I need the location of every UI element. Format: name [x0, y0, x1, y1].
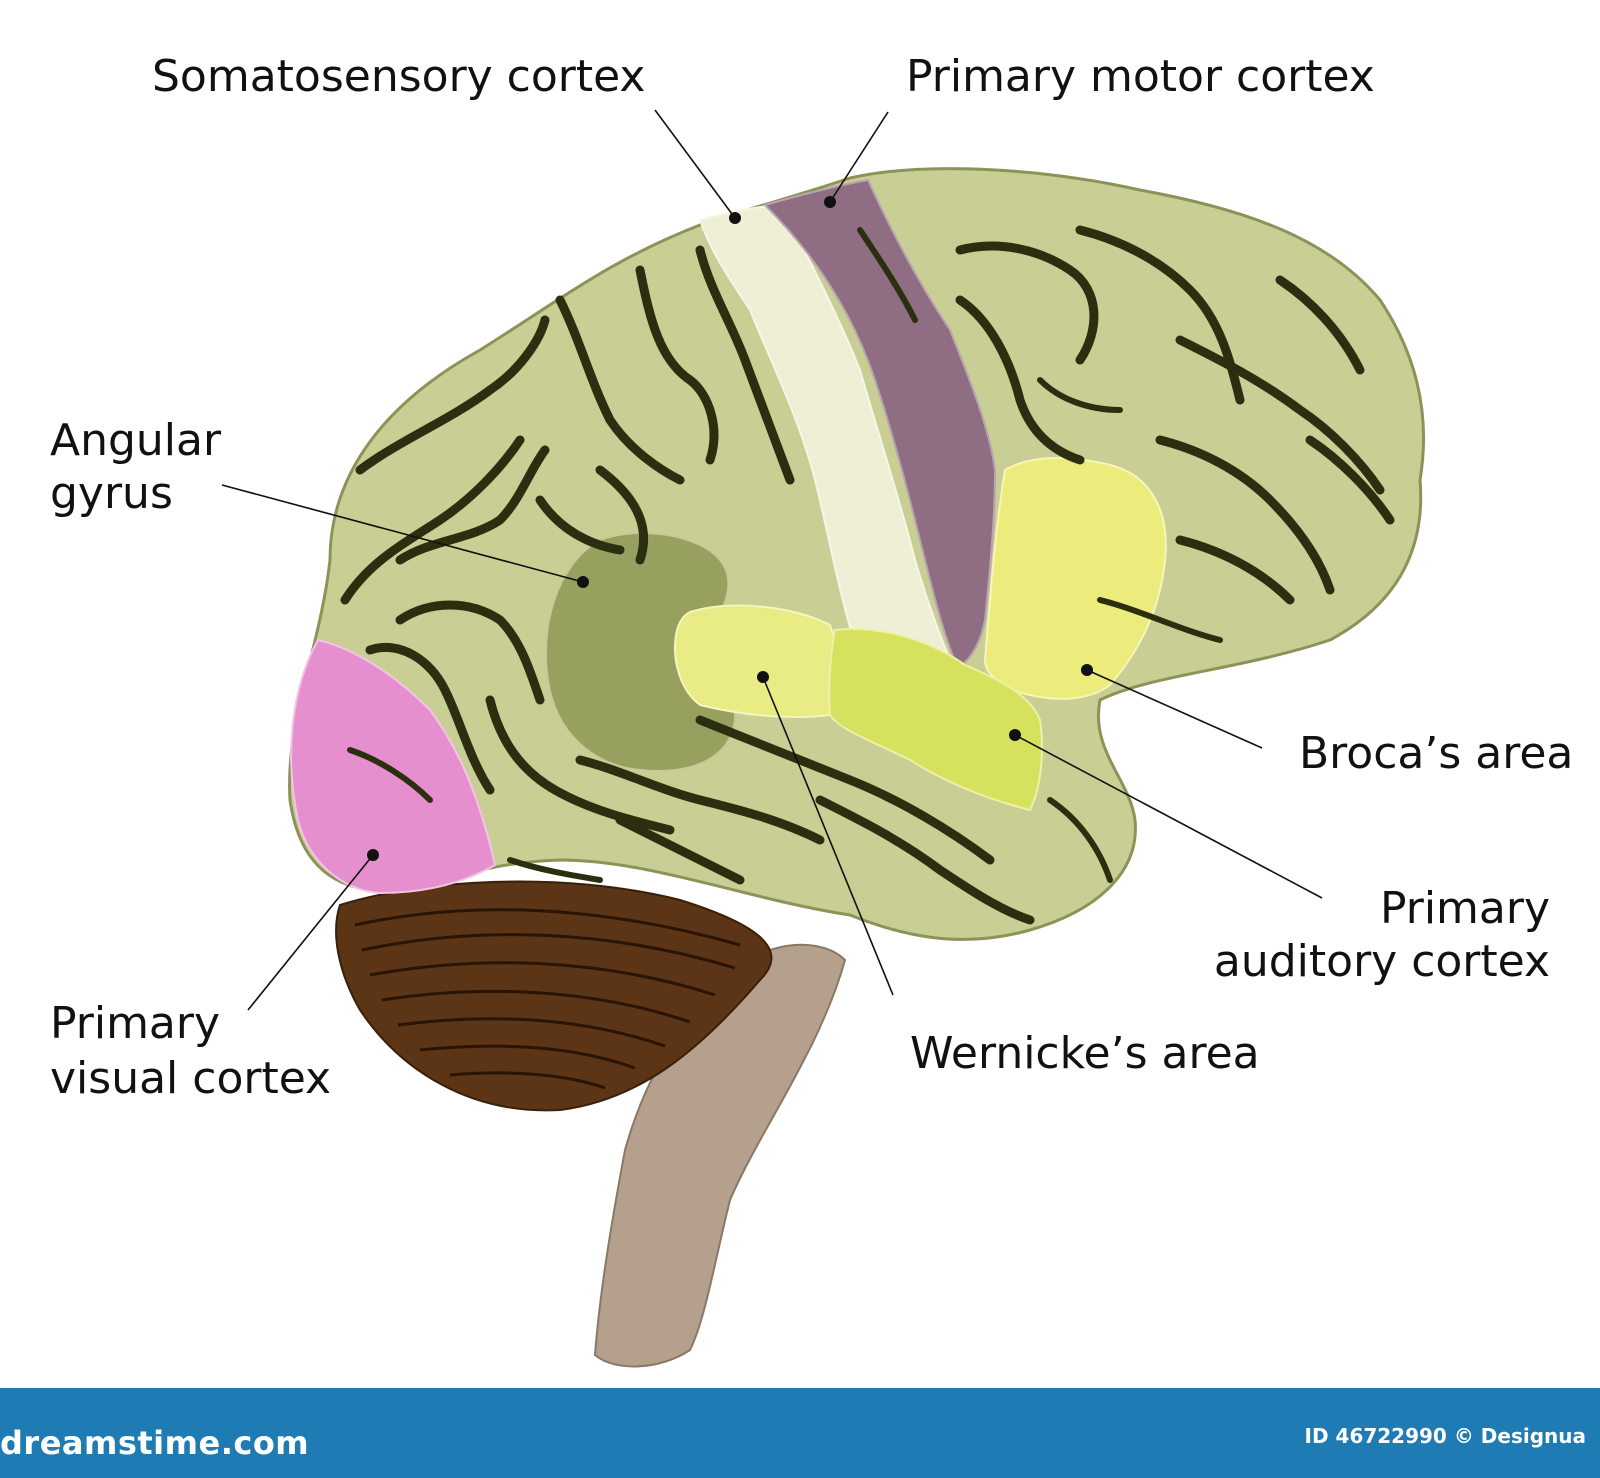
visual-region — [290, 638, 497, 895]
label-primary-motor-cortex: Primary motor cortex — [906, 51, 1375, 102]
label-primary-visual-cortex-line2: visual cortex — [50, 1053, 331, 1104]
cortex-sulci — [340, 225, 1395, 925]
brainstem — [593, 943, 847, 1368]
label-brocas-area: Broca’s area — [1299, 728, 1573, 779]
label-angular-gyrus-line1: Angular — [50, 415, 222, 466]
auditory-region — [828, 628, 1043, 812]
image-credit: ID 46722990 © Designua — [1304, 1424, 1586, 1448]
broca-region — [983, 457, 1167, 700]
label-angular-gyrus-line2: gyrus — [50, 468, 173, 519]
cerebellum-folia — [354, 908, 741, 1090]
leader-lines — [221, 109, 1323, 1011]
label-somatosensory-cortex: Somatosensory cortex — [152, 51, 645, 102]
watermark-brand: dreamstime.com — [0, 1424, 310, 1462]
label-wernickes-area: Wernicke’s area — [910, 1028, 1260, 1079]
watermark-footer-bar — [0, 1388, 1600, 1478]
label-primary-visual-cortex-line1: Primary — [50, 998, 220, 1049]
label-primary-auditory-cortex-line2: auditory cortex — [1214, 936, 1550, 987]
wernicke-region — [674, 604, 837, 718]
label-primary-auditory-cortex-line1: Primary — [1380, 883, 1550, 934]
motor-region — [763, 178, 997, 670]
